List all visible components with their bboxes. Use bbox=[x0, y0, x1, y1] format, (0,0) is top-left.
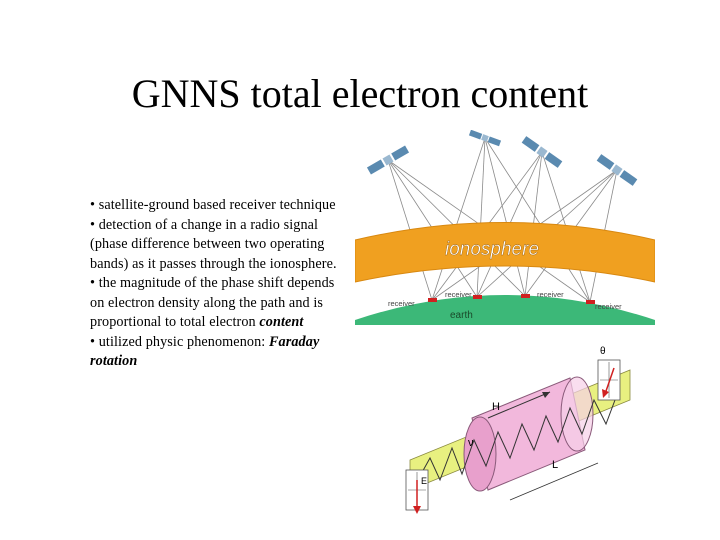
satellite-icon bbox=[521, 136, 563, 168]
entry-polarization-frame: E bbox=[405, 469, 429, 514]
length-label: L bbox=[552, 459, 558, 471]
bullet-item: • satellite-ground based receiver techni… bbox=[90, 197, 336, 213]
earth-ground bbox=[355, 295, 655, 325]
faraday-rotation-diagram: H ν L E θ bbox=[405, 346, 631, 514]
emphasis-faraday: Faraday rotation bbox=[90, 333, 320, 370]
slide-title: GNNS total electron content bbox=[131, 71, 589, 116]
satellite-icon bbox=[596, 154, 638, 186]
receiver-label: receiver bbox=[595, 302, 622, 311]
earth-label: earth bbox=[450, 310, 473, 321]
signal-rays bbox=[387, 137, 618, 303]
ionosphere-diagram: ionosphere earth receiver receiver recei… bbox=[355, 130, 655, 325]
frequency-label: ν bbox=[468, 437, 474, 449]
theta-label: θ bbox=[600, 346, 606, 357]
wave-line bbox=[419, 391, 619, 482]
receiver-markers bbox=[428, 294, 595, 304]
receiver-label: receiver bbox=[537, 290, 564, 299]
ionosphere-label: ionosphere bbox=[445, 239, 539, 260]
bullet-item: • detection of a change in a radio signa… bbox=[90, 216, 337, 272]
medium-cylinder bbox=[463, 376, 594, 492]
ionosphere-band bbox=[355, 222, 655, 283]
bullet-list: • satellite-ground based receiver techni… bbox=[90, 196, 340, 372]
receiver-label: receiver bbox=[445, 290, 472, 299]
bullet-item: • utilized physic phenomenon: Faraday ro… bbox=[90, 333, 320, 370]
receiver-label: receiver bbox=[388, 299, 415, 308]
exit-polarization-frame: θ bbox=[597, 346, 621, 401]
bullet-item: • the magnitude of the phase shift depen… bbox=[90, 275, 335, 330]
field-label: H bbox=[492, 401, 500, 413]
satellite-icon bbox=[366, 145, 410, 175]
satellite-icon bbox=[468, 130, 502, 147]
efield-label: E bbox=[421, 476, 427, 486]
emphasis-content: content bbox=[259, 314, 304, 330]
